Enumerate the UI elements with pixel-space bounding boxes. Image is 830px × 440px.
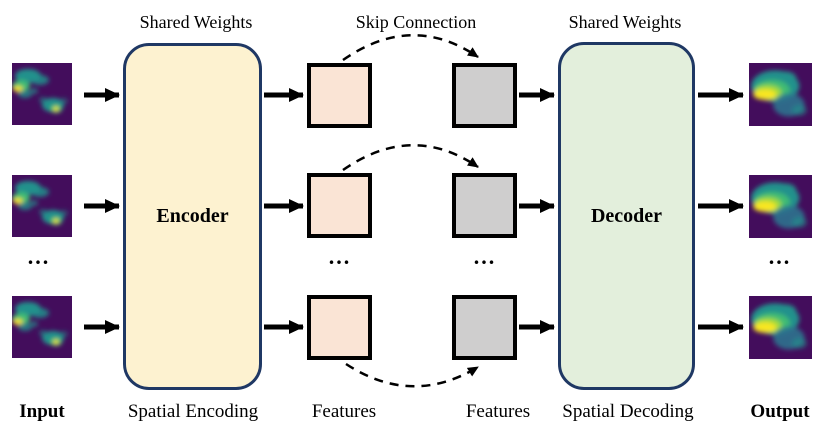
encoder-label: Encoder	[156, 205, 229, 227]
spatial-decoding-label: Spatial Decoding	[562, 401, 694, 422]
features-label-left: Features	[311, 401, 377, 422]
feature-box-decoder-input-3	[452, 295, 517, 360]
input-image-2	[12, 175, 72, 237]
ellipsis-features-left: ...	[328, 244, 352, 269]
feature-box-encoded-2	[307, 173, 372, 238]
features-label-right: Features	[465, 401, 531, 422]
decoder-label: Decoder	[590, 204, 663, 227]
decoder-box: Decoder	[558, 42, 695, 390]
feature-box-encoded-3	[307, 295, 372, 360]
encoder-box: Encoder	[123, 43, 262, 390]
feature-box-decoder-input-1	[452, 63, 517, 128]
input-image-3	[12, 296, 72, 358]
ellipsis-output-column: ...	[768, 244, 792, 269]
ellipsis-features-right: ...	[473, 244, 497, 269]
input-label: Input	[19, 401, 65, 422]
input-image-1	[12, 63, 72, 125]
output-image-1	[749, 63, 812, 126]
output-label: Output	[750, 401, 810, 422]
shared-weights-label-encoder: Shared Weights	[139, 12, 253, 32]
shared-weights-label-decoder: Shared Weights	[568, 12, 682, 32]
skip-connection-arc-row2	[342, 144, 479, 172]
feature-box-encoded-1	[307, 63, 372, 128]
skip-connection-arc-row3	[345, 362, 479, 388]
ellipsis-input-column: ...	[27, 244, 51, 269]
spatial-encoding-label: Spatial Encoding	[127, 401, 259, 422]
output-image-2	[749, 175, 812, 238]
skip-connection-label: Skip Connection	[355, 12, 477, 32]
feature-box-decoder-input-2	[452, 173, 517, 238]
output-image-3	[749, 296, 812, 359]
skip-connection-arc-row1	[342, 34, 479, 62]
